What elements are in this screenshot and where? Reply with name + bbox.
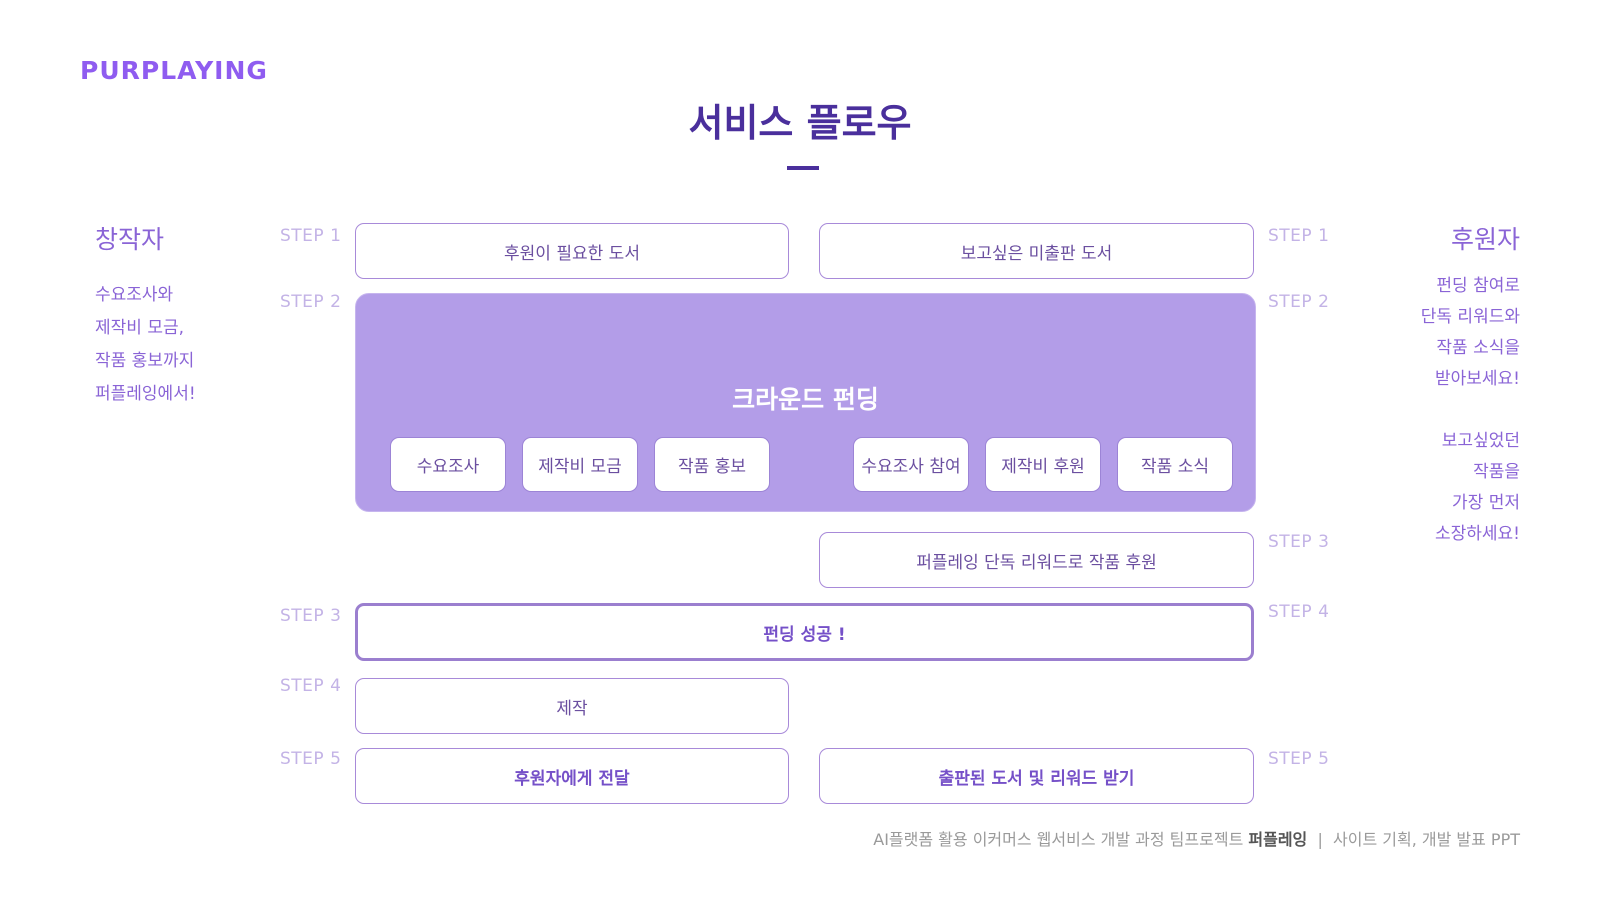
creator-item-box: 제작비 모금 xyxy=(522,437,638,492)
creator-title: 창작자 xyxy=(95,225,165,254)
footer-doc: 사이트 기획, 개발 발표 PPT xyxy=(1333,830,1520,849)
supporter-line: 받아보세요! xyxy=(1434,369,1520,389)
supporter-line: 작품을 xyxy=(1473,462,1520,482)
creator-item-box: 수요조사 xyxy=(390,437,506,492)
step-label-left: STEP 2 xyxy=(280,292,342,312)
title-underline xyxy=(787,166,819,170)
funding-success-box: 펀딩 성공 ! xyxy=(355,603,1254,661)
creator-item-box: 작품 홍보 xyxy=(654,437,770,492)
creator-description: 수요조사와 제작비 모금, 작품 홍보까지 퍼플레잉에서! xyxy=(95,279,196,411)
step-label-left: STEP 1 xyxy=(280,226,342,246)
supporter-step1-box: 보고싶은 미출판 도서 xyxy=(819,223,1254,279)
footer-separator: | xyxy=(1317,830,1323,849)
supporter-step5-box: 출판된 도서 및 리워드 받기 xyxy=(819,748,1254,804)
creator-line: 수요조사와 xyxy=(95,285,174,305)
footer-caption: AI플랫폼 활용 이커머스 웹서비스 개발 과정 팀프로젝트 퍼플레잉 | 사이… xyxy=(873,826,1520,850)
step-label-right: STEP 1 xyxy=(1268,226,1330,246)
creator-line: 작품 홍보까지 xyxy=(95,351,195,371)
supporter-item-box: 수요조사 참여 xyxy=(853,437,969,492)
creator-step5-box: 후원자에게 전달 xyxy=(355,748,789,804)
crowdfunding-title: 크라운드 펀딩 xyxy=(732,385,879,414)
step-label-right: STEP 4 xyxy=(1268,602,1330,622)
step-label-right: STEP 5 xyxy=(1268,749,1330,769)
supporter-line: 소장하세요! xyxy=(1434,524,1520,544)
supporter-line: 작품 소식을 xyxy=(1436,338,1520,358)
creator-step1-box: 후원이 필요한 도서 xyxy=(355,223,789,279)
step-label-right: STEP 3 xyxy=(1268,532,1330,552)
supporter-item-box: 작품 소식 xyxy=(1117,437,1233,492)
supporter-description: 펀딩 참여로 단독 리워드와 작품 소식을 받아보세요! 보고싶었던 작품을 가… xyxy=(1421,271,1520,550)
brand-logo[interactable]: PURPLAYING xyxy=(80,56,268,85)
footer-course: AI플랫폼 활용 이커머스 웹서비스 개발 과정 팀프로젝트 xyxy=(873,830,1244,849)
supporter-line: 가장 먼저 xyxy=(1452,493,1520,513)
footer-team: 퍼플레잉 xyxy=(1248,830,1308,849)
supporter-step3-box: 퍼플레잉 단독 리워드로 작품 후원 xyxy=(819,532,1254,588)
step-label-right: STEP 2 xyxy=(1268,292,1330,312)
creator-line: 퍼플레잉에서! xyxy=(95,384,196,404)
page-title: 서비스 플로우 xyxy=(688,101,912,145)
supporter-line: 펀딩 참여로 xyxy=(1436,276,1520,296)
creator-step4-box: 제작 xyxy=(355,678,789,734)
supporter-title: 후원자 xyxy=(1450,225,1520,254)
step-label-left: STEP 3 xyxy=(280,606,342,626)
creator-line: 제작비 모금, xyxy=(95,318,185,338)
supporter-item-box: 제작비 후원 xyxy=(985,437,1101,492)
supporter-line: 단독 리워드와 xyxy=(1420,307,1520,327)
supporter-line: 보고싶었던 xyxy=(1441,431,1520,451)
step-label-left: STEP 4 xyxy=(280,676,342,696)
step-label-left: STEP 5 xyxy=(280,749,342,769)
